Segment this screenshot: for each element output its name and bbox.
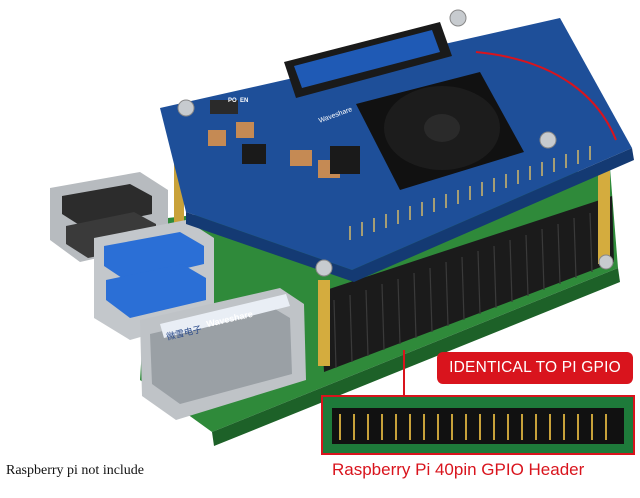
caption-gpio-header: Raspberry Pi 40pin GPIO Header — [332, 460, 585, 479]
rj45-port — [140, 288, 306, 420]
pi-board-edge — [212, 268, 620, 446]
fan-wire — [475, 51, 617, 141]
gpio-header-closeup — [321, 395, 635, 455]
standoff-right — [598, 168, 610, 264]
en-switch-label: EN — [240, 98, 249, 104]
hat-gpio-pins — [349, 146, 591, 240]
header-pin-rows — [333, 212, 593, 369]
identical-gpio-callout: IDENTICAL TO PI GPIO — [437, 352, 633, 384]
po-switch-label: PO — [228, 98, 237, 104]
oled-screen — [294, 30, 440, 88]
screws — [177, 9, 614, 277]
cooling-fan — [356, 72, 524, 190]
standoff-front — [318, 280, 330, 366]
caption-not-included: Raspberry pi not include — [6, 463, 145, 478]
hat-components — [208, 100, 360, 178]
fan-switch-label: FAN — [248, 80, 260, 86]
hat-pcb-edge — [186, 148, 634, 282]
header-block — [320, 196, 614, 372]
